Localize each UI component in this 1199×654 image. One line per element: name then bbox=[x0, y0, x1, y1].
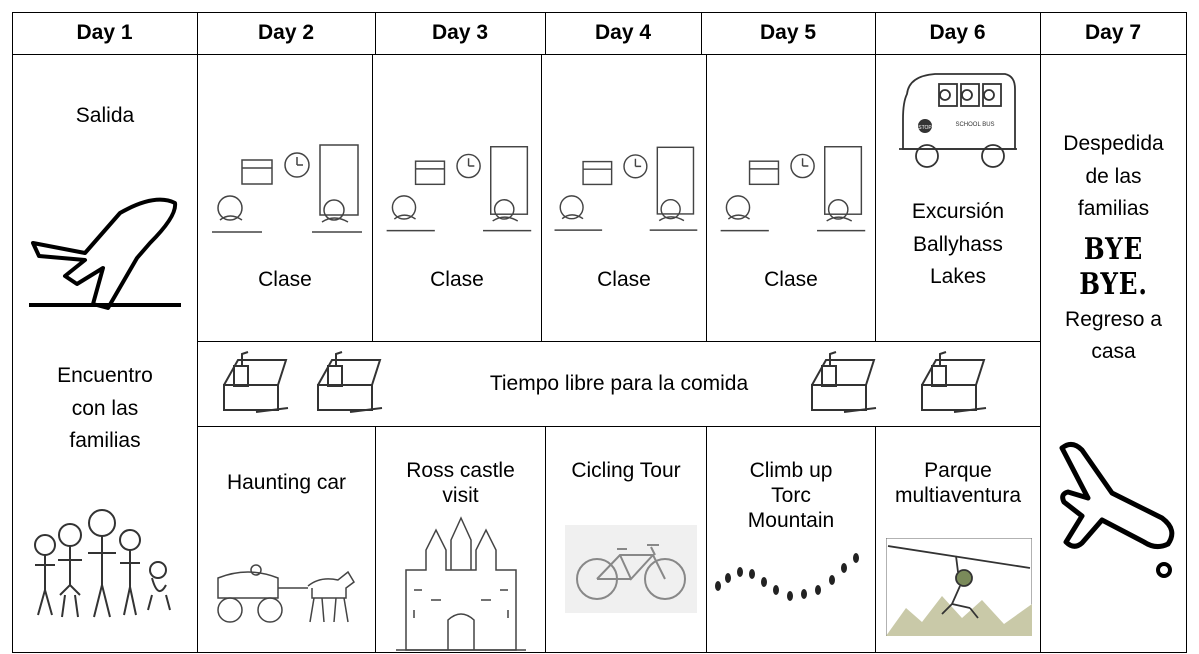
row2-divider-4 bbox=[706, 54, 707, 342]
footprints-icon bbox=[715, 553, 859, 601]
day4-class-text: Clase bbox=[597, 268, 651, 291]
classroom-icon bbox=[554, 146, 698, 231]
header-divider bbox=[12, 54, 1187, 55]
day7-farewell-line-3: familias bbox=[1077, 197, 1150, 221]
header-day-7: Day 7 bbox=[1084, 21, 1142, 44]
day7-farewell-line-1: Despedida bbox=[1063, 132, 1164, 155]
hdr-divider-4 bbox=[701, 12, 702, 55]
day5-class-cell: Clase bbox=[707, 140, 875, 297]
lunch-text-wrapper: Tiempo libre para la comida bbox=[198, 342, 1040, 426]
row2-divider-2 bbox=[372, 54, 373, 342]
lunch-row-bottom bbox=[197, 426, 1040, 427]
school-bus-icon: STOP SCHOOL BUS bbox=[899, 73, 1017, 168]
family-drawing-icon bbox=[34, 509, 171, 618]
day3-activity-cell: Ross castle visit bbox=[376, 458, 545, 508]
day6-activity-line-1: Parque bbox=[924, 459, 992, 482]
hdr-divider-5 bbox=[875, 12, 876, 55]
row2-divider-5 bbox=[875, 54, 876, 342]
row4-divider-3 bbox=[545, 426, 546, 653]
day4-activity-cell: Cicling Tour bbox=[546, 458, 706, 483]
day2-activity-cell: Haunting car bbox=[198, 470, 375, 495]
airplane-landing-icon bbox=[1059, 442, 1175, 578]
header-day-6: Day 6 bbox=[929, 21, 986, 44]
day7-return-line-1: Regreso a bbox=[1065, 307, 1162, 331]
day6-excursion-cell: STOP SCHOOL BUS Excursión Ballyhass Lake… bbox=[876, 64, 1040, 294]
col-divider-6 bbox=[1040, 12, 1041, 653]
table-border-bottom bbox=[12, 652, 1187, 653]
day3-class-text: Clase bbox=[430, 268, 484, 291]
header-day-3: Day 3 bbox=[431, 21, 489, 44]
day2-class-text: Clase bbox=[258, 268, 312, 291]
row4-divider-5 bbox=[875, 426, 876, 653]
lunchbox-icon bbox=[223, 351, 289, 413]
row4-divider-2 bbox=[375, 426, 376, 653]
day1-meet-line-3: familias bbox=[69, 429, 141, 453]
bus-stop-sign: STOP bbox=[918, 125, 932, 131]
castle-icon bbox=[396, 516, 526, 651]
row2-divider-3 bbox=[541, 54, 542, 342]
day1-meet-line-2: con las bbox=[71, 396, 139, 420]
day3-class-cell: Clase bbox=[373, 140, 541, 297]
lunchbox-icon bbox=[811, 351, 877, 413]
day6-excursion-line-2: Ballyhass bbox=[913, 232, 1003, 256]
day5-activity-cell: Climb up Torc Mountain bbox=[707, 458, 875, 534]
header-day-5: Day 5 bbox=[759, 21, 817, 44]
zipline-icon bbox=[886, 538, 1032, 636]
day7-return-line-2: casa bbox=[1091, 340, 1136, 364]
day3-activity-line-2: visit bbox=[442, 484, 479, 508]
header-day-2: Day 2 bbox=[257, 21, 315, 44]
day6-activity-line-2: multiaventura bbox=[894, 484, 1022, 508]
day5-activity-line-3: Mountain bbox=[747, 509, 835, 533]
day7-farewell-line-2: de las bbox=[1085, 164, 1142, 188]
lunchbox-icon bbox=[317, 351, 383, 413]
col-divider-1 bbox=[197, 12, 198, 653]
day6-excursion-line-1: Excursión bbox=[911, 200, 1005, 223]
row4-divider-4 bbox=[706, 426, 707, 653]
day3-activity-line-1: Ross castle bbox=[406, 459, 515, 482]
day1-top-cell: Salida bbox=[13, 100, 197, 133]
day6-activity-cell: Parque multiaventura bbox=[876, 458, 1040, 508]
day4-activity-text: Cicling Tour bbox=[571, 459, 681, 482]
hdr-divider-2 bbox=[375, 12, 376, 55]
table-border-right bbox=[1186, 12, 1187, 653]
day1-departure-text: Salida bbox=[75, 104, 135, 127]
bus-school-label: SCHOOL BUS bbox=[955, 122, 994, 128]
horse-carriage-icon bbox=[217, 564, 355, 623]
hdr-divider-3 bbox=[545, 12, 546, 55]
day7-bye-text: BYE BYE. bbox=[1079, 231, 1148, 302]
airplane-takeoff-icon bbox=[29, 197, 181, 310]
classroom-icon bbox=[720, 146, 866, 232]
day5-activity-line-2: Torc bbox=[771, 484, 811, 508]
table-border-top bbox=[12, 12, 1187, 13]
day4-class-cell: Clase bbox=[542, 140, 706, 297]
day5-activity-line-1: Climb up bbox=[749, 459, 833, 482]
lunchbox-icon bbox=[921, 351, 987, 413]
header-day-4: Day 4 bbox=[594, 21, 652, 44]
day1-bottom-cell: Encuentro con las familias bbox=[13, 360, 197, 458]
day7-farewell-cell: Despedida de las familias BYE BYE. Regre… bbox=[1041, 128, 1186, 369]
header-day-1: Day 1 bbox=[76, 21, 133, 44]
lunch-text: Tiempo libre para la comida bbox=[489, 371, 749, 395]
day1-meet-line-1: Encuentro bbox=[57, 364, 153, 387]
classroom-icon bbox=[212, 144, 362, 233]
day5-class-text: Clase bbox=[764, 268, 818, 291]
lunch-row-top bbox=[197, 341, 1040, 342]
lunch-row: Tiempo libre para la comida bbox=[198, 342, 1040, 426]
day6-excursion-line-3: Lakes bbox=[929, 265, 987, 289]
classroom-icon bbox=[386, 146, 532, 232]
day2-class-cell: Clase bbox=[198, 140, 372, 297]
day2-activity-text: Haunting car bbox=[226, 471, 347, 494]
bicycle-icon bbox=[565, 525, 697, 613]
table-border-left bbox=[12, 12, 13, 653]
